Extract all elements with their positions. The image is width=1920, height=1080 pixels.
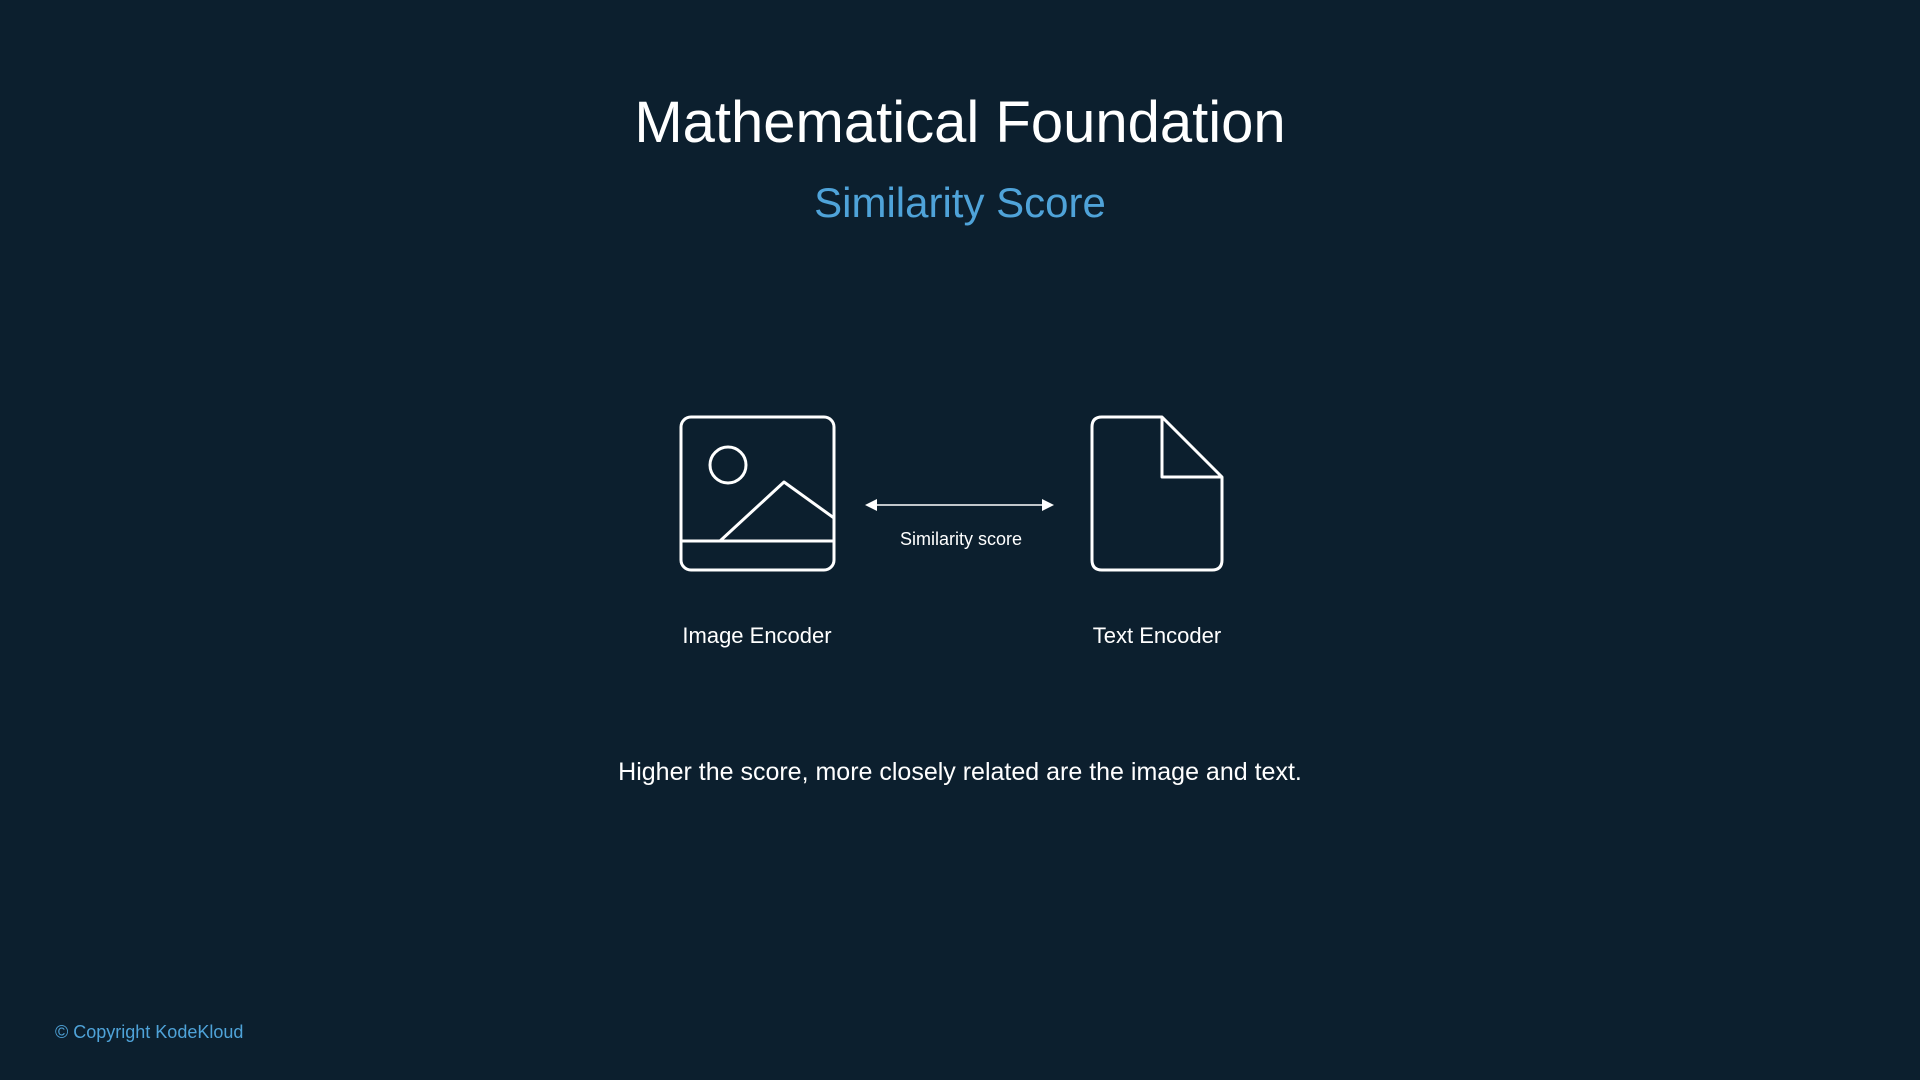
document-icon — [1090, 415, 1224, 572]
image-encoder-label: Image Encoder — [682, 623, 832, 648]
slide-subtitle: Similarity Score — [814, 179, 1106, 226]
image-icon — [679, 415, 836, 572]
slide-title: Mathematical Foundation — [634, 90, 1286, 155]
copyright-text: © Copyright KodeKloud — [55, 1022, 244, 1042]
caption: Higher the score, more closely related a… — [618, 758, 1302, 786]
bidirectional-arrow — [865, 499, 1054, 511]
similarity-score-label: Similarity score — [899, 529, 1023, 549]
text-encoder-label: Text Encoder — [1092, 623, 1222, 648]
